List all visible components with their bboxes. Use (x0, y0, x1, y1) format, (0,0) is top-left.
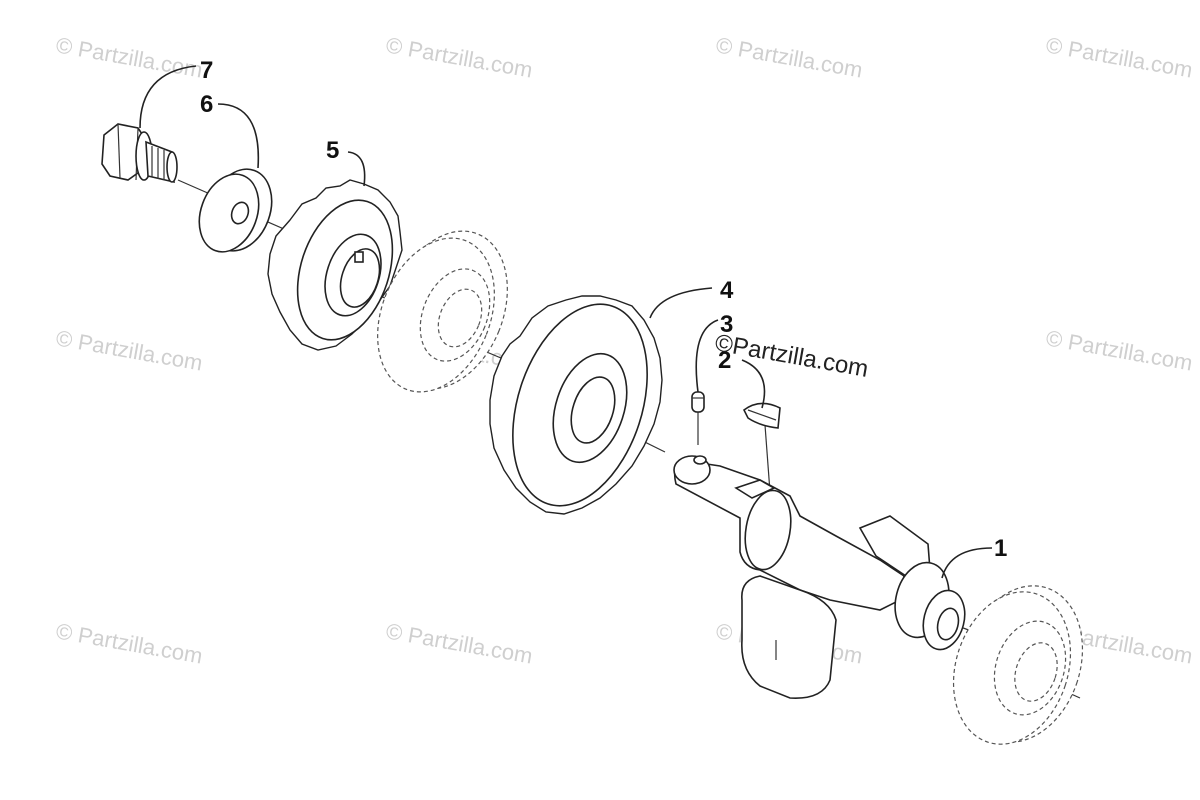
callout-1: 1 (994, 535, 1007, 562)
leader-lines (139, 65, 993, 579)
bearing-upper (377, 230, 508, 393)
callout-3: 3 (720, 311, 733, 338)
leader-5 (347, 151, 366, 187)
leader-7 (139, 65, 197, 129)
woodruff-key (742, 402, 781, 429)
watermark: © Partzilla.com (384, 618, 534, 668)
flange-bolt (101, 123, 178, 184)
crank-shaft (673, 455, 966, 699)
callout-7: 7 (200, 57, 213, 84)
callout-5: 5 (326, 137, 339, 164)
watermark: © Partzilla.com (54, 325, 204, 375)
watermark: © Partzilla.com (714, 32, 864, 82)
watermark-main: ©Partzilla.com (713, 329, 870, 383)
watermark: © Partzilla.com (54, 618, 204, 668)
callout-6: 6 (200, 91, 213, 118)
leader-1 (941, 547, 993, 579)
leader-3 (695, 319, 719, 393)
bearing-lower (952, 585, 1084, 745)
watermark: © Partzilla.com (1044, 32, 1194, 82)
callout-labels: 7 6 5 4 3 2 1 (200, 57, 1007, 562)
leader-2 (741, 359, 766, 409)
callout-2: 2 (718, 347, 731, 374)
watermark: © Partzilla.com (54, 32, 204, 82)
leader-4 (649, 287, 713, 319)
leader-6 (217, 103, 260, 169)
callout-4: 4 (720, 277, 734, 304)
dowel-pin (691, 391, 705, 413)
watermark: © Partzilla.com (384, 32, 534, 82)
large-gear (489, 295, 663, 515)
small-gear (267, 179, 403, 351)
watermark: © Partzilla.com (1044, 325, 1194, 375)
washer (198, 168, 273, 253)
